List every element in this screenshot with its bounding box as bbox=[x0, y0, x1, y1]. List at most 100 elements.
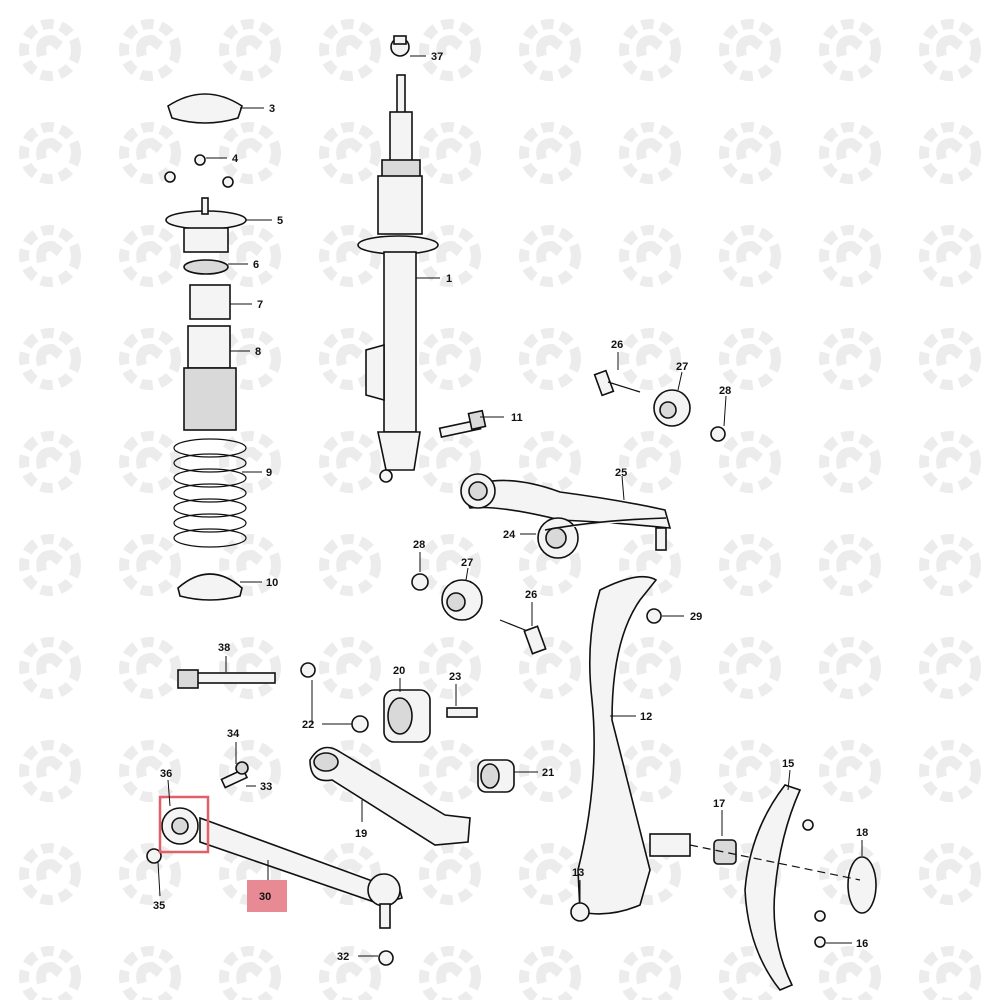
callout-9: 9 bbox=[266, 467, 272, 479]
brake-dust-shield bbox=[689, 784, 877, 991]
watermark-arrow bbox=[736, 549, 763, 573]
watermark-arrow bbox=[536, 961, 563, 985]
watermark-gear bbox=[319, 431, 381, 493]
callout-30: 30 bbox=[259, 891, 271, 903]
callout-15: 15 bbox=[782, 758, 794, 770]
watermark-gear bbox=[819, 122, 881, 184]
watermark-arrow bbox=[136, 240, 163, 264]
watermark-arrow bbox=[336, 34, 363, 58]
watermark-gear bbox=[519, 225, 581, 287]
watermark-gear bbox=[919, 431, 981, 493]
nut-35 bbox=[146, 848, 162, 864]
watermark-gear bbox=[319, 225, 381, 287]
watermark-gear bbox=[219, 19, 281, 81]
watermark-gear bbox=[319, 122, 381, 184]
spring-coil bbox=[173, 453, 247, 473]
watermark-arrow bbox=[836, 652, 863, 676]
watermark-gear bbox=[519, 946, 581, 1000]
watermark-gear bbox=[319, 534, 381, 596]
watermark-arrow bbox=[936, 34, 963, 58]
watermark-gear bbox=[919, 122, 981, 184]
callout-17: 17 bbox=[713, 798, 725, 810]
callout-3: 3 bbox=[269, 103, 275, 115]
watermark-arrow bbox=[636, 961, 663, 985]
watermark-arrow bbox=[836, 343, 863, 367]
callout-36: 36 bbox=[160, 768, 172, 780]
watermark-gear bbox=[919, 946, 981, 1000]
watermark-arrow bbox=[536, 240, 563, 264]
tension-strut-19 bbox=[309, 746, 471, 846]
callout-22: 22 bbox=[302, 719, 314, 731]
watermark-gear bbox=[419, 637, 481, 699]
watermark-gear bbox=[819, 225, 881, 287]
watermark-gear bbox=[19, 534, 81, 596]
watermark-gear bbox=[19, 19, 81, 81]
watermark-arrow bbox=[236, 858, 263, 882]
watermark-gear bbox=[919, 843, 981, 905]
watermark-arrow bbox=[236, 961, 263, 985]
watermark-gear bbox=[519, 740, 581, 802]
watermark-arrow bbox=[36, 343, 63, 367]
spring-coil bbox=[173, 528, 247, 548]
watermark-gear bbox=[219, 740, 281, 802]
watermark-gear bbox=[19, 946, 81, 1000]
watermark-arrow bbox=[136, 549, 163, 573]
watermark-gear bbox=[719, 431, 781, 493]
watermark-gear bbox=[619, 122, 681, 184]
watermark-gear bbox=[419, 843, 481, 905]
watermark-arrow bbox=[236, 446, 263, 470]
watermark-arrow bbox=[736, 34, 763, 58]
lower-control-arm-30 bbox=[199, 816, 403, 966]
watermark-arrow bbox=[136, 755, 163, 779]
callout-21: 21 bbox=[542, 767, 554, 779]
watermark-gear bbox=[619, 19, 681, 81]
watermark-gear bbox=[619, 431, 681, 493]
callout-18: 18 bbox=[856, 827, 868, 839]
watermark-gear bbox=[819, 740, 881, 802]
watermark-arrow bbox=[736, 343, 763, 367]
watermark-arrow bbox=[536, 446, 563, 470]
watermark-gear bbox=[319, 19, 381, 81]
watermark-arrow bbox=[836, 446, 863, 470]
watermark-gear bbox=[819, 534, 881, 596]
watermark-arrow bbox=[136, 34, 163, 58]
callout-8: 8 bbox=[255, 346, 261, 358]
callout-13: 13 bbox=[572, 867, 584, 879]
watermark-pattern bbox=[19, 19, 981, 1000]
watermark-arrow bbox=[436, 858, 463, 882]
watermark-gear bbox=[819, 637, 881, 699]
callout-labels: 37 3 4 5 6 7 8 1 9 10 11 26 27 28 25 24 … bbox=[153, 51, 868, 963]
watermark-arrow bbox=[36, 961, 63, 985]
watermark-gear bbox=[619, 946, 681, 1000]
watermark-arrow bbox=[536, 34, 563, 58]
watermark-arrow bbox=[336, 961, 363, 985]
watermark-arrow bbox=[736, 652, 763, 676]
watermark-gear bbox=[419, 122, 481, 184]
watermark-gear bbox=[19, 843, 81, 905]
watermark-arrow bbox=[36, 34, 63, 58]
watermark-arrow bbox=[636, 652, 663, 676]
watermark-gear bbox=[119, 328, 181, 390]
watermark-gear bbox=[119, 19, 181, 81]
watermark-gear bbox=[519, 843, 581, 905]
callout-38: 38 bbox=[218, 642, 230, 654]
watermark-arrow bbox=[936, 240, 963, 264]
watermark-gear bbox=[819, 431, 881, 493]
watermark-gear bbox=[19, 122, 81, 184]
watermark-gear bbox=[119, 946, 181, 1000]
watermark-gear bbox=[619, 534, 681, 596]
watermark-gear bbox=[819, 328, 881, 390]
strut-assembly bbox=[357, 35, 439, 483]
watermark-gear bbox=[19, 225, 81, 287]
callout-29: 29 bbox=[690, 611, 702, 623]
watermark-gear bbox=[219, 225, 281, 287]
watermark-arrow bbox=[736, 446, 763, 470]
watermark-gear bbox=[719, 637, 781, 699]
callout-25: 25 bbox=[615, 467, 627, 479]
watermark-gear bbox=[19, 637, 81, 699]
watermark-arrow bbox=[336, 137, 363, 161]
watermark-arrow bbox=[436, 652, 463, 676]
callout-24: 24 bbox=[503, 529, 516, 541]
watermark-arrow bbox=[736, 755, 763, 779]
watermark-arrow bbox=[136, 446, 163, 470]
